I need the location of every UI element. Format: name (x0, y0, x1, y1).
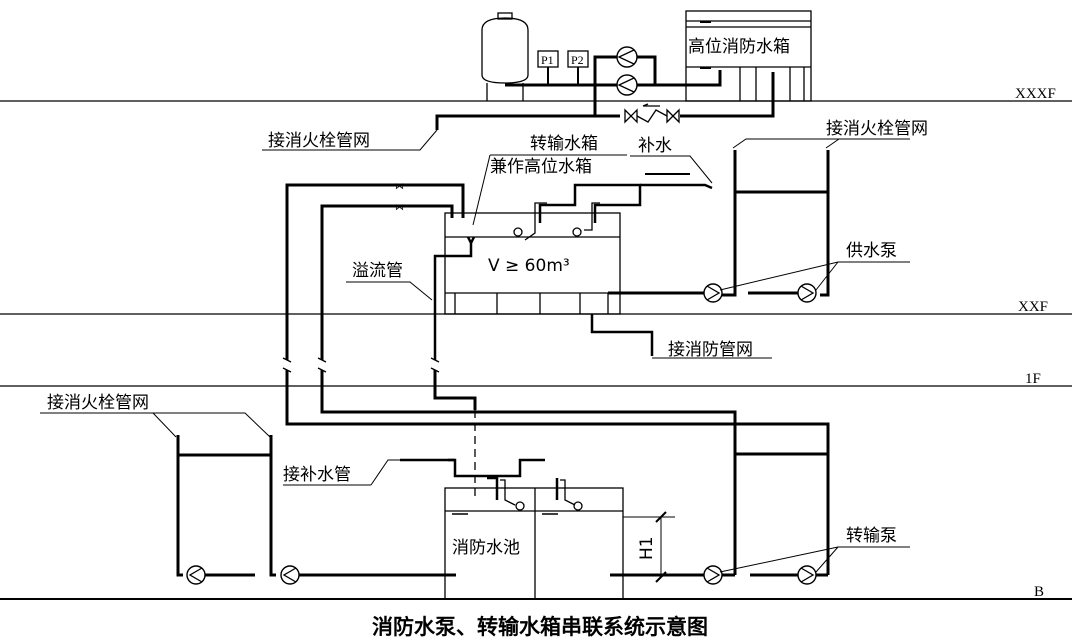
hydrant-net-top-label: 接消火栓管网 (268, 131, 370, 151)
floor-label-xxxf: XXXF (1015, 86, 1056, 102)
hydrant-pump-2 (280, 565, 300, 585)
fire-pool (444, 487, 624, 600)
svg-text:⋈: ⋈ (395, 202, 404, 212)
riser-2 (320, 204, 454, 360)
pool-makeup-pipe (448, 458, 545, 478)
floor-label-1f: 1F (1025, 371, 1041, 387)
svg-text:P2: P2 (571, 53, 584, 67)
high-level-tank-label: 高位消防水箱 (688, 37, 790, 57)
fire-net-label: 接消防管网 (668, 340, 753, 360)
stabilizer-pump-2 (616, 74, 638, 96)
makeup-pipe-label: 接补水管 (283, 465, 351, 485)
leader-hydrant-top (262, 129, 438, 151)
float-valve-left (524, 202, 547, 241)
h1-label: H1 (637, 536, 657, 560)
tank-outlet-pipe (593, 72, 775, 118)
floor-label-b: B (1034, 584, 1044, 600)
supply-pump-2 (797, 283, 817, 303)
makeup-water-pipe (640, 183, 713, 190)
floor-label-xxf: XXF (1018, 299, 1048, 315)
hydrant-pump-1 (186, 565, 206, 585)
gauge-p2: P2 (567, 50, 589, 85)
fire-net-pipe (590, 314, 654, 356)
h1-dimension (623, 511, 675, 583)
transfer-tank (444, 212, 621, 315)
valve-pair-top (620, 103, 680, 124)
stabilizer-discharge-pipe (505, 70, 722, 87)
transfer-riser-inner (320, 370, 737, 575)
hydrant-net-top-pipe (435, 114, 595, 130)
transfer-tank-label-1: 转输水箱 (530, 134, 598, 154)
hydrant-net-bottom-label: 接消火栓管网 (47, 393, 149, 413)
transfer-pump-1 (703, 565, 723, 585)
overflow-pipe-label: 溢流管 (352, 261, 403, 281)
svg-text:⋈: ⋈ (395, 181, 404, 191)
overflow-pipe (433, 236, 476, 360)
hydrant-net-right-label: 接消火栓管网 (826, 119, 928, 139)
transfer-pump-label: 转输泵 (846, 526, 897, 546)
hydrant-riser-left (176, 435, 183, 577)
high-level-fire-tank (685, 10, 812, 102)
diagram-caption: 消防水泵、转输水箱串联系统示意图 (372, 615, 708, 639)
gauge-p1: P1 (537, 50, 559, 85)
supply-riser-right (820, 150, 830, 297)
supply-pump-1 (703, 283, 723, 303)
transfer-riser-outer (285, 370, 830, 575)
makeup-water-label: 补水 (638, 136, 672, 156)
makeup-inlet-pipes (538, 183, 642, 223)
pressure-tank (481, 12, 529, 101)
riser-1 (285, 183, 465, 360)
fire-pool-label: 消防水池 (452, 538, 520, 558)
hydrant-riser-right (269, 435, 276, 577)
volume-label: V ≥ 60m³ (488, 256, 570, 276)
transfer-pump-2 (797, 565, 817, 585)
supply-riser-left (718, 150, 737, 297)
supply-pump-label: 供水泵 (846, 241, 897, 261)
transfer-tank-label-2: 兼作高位水箱 (490, 157, 592, 177)
stabilizer-pump-1 (616, 46, 638, 68)
svg-text:P1: P1 (541, 53, 554, 67)
overflow-down (433, 370, 477, 410)
pipe-break-marks (282, 357, 440, 373)
